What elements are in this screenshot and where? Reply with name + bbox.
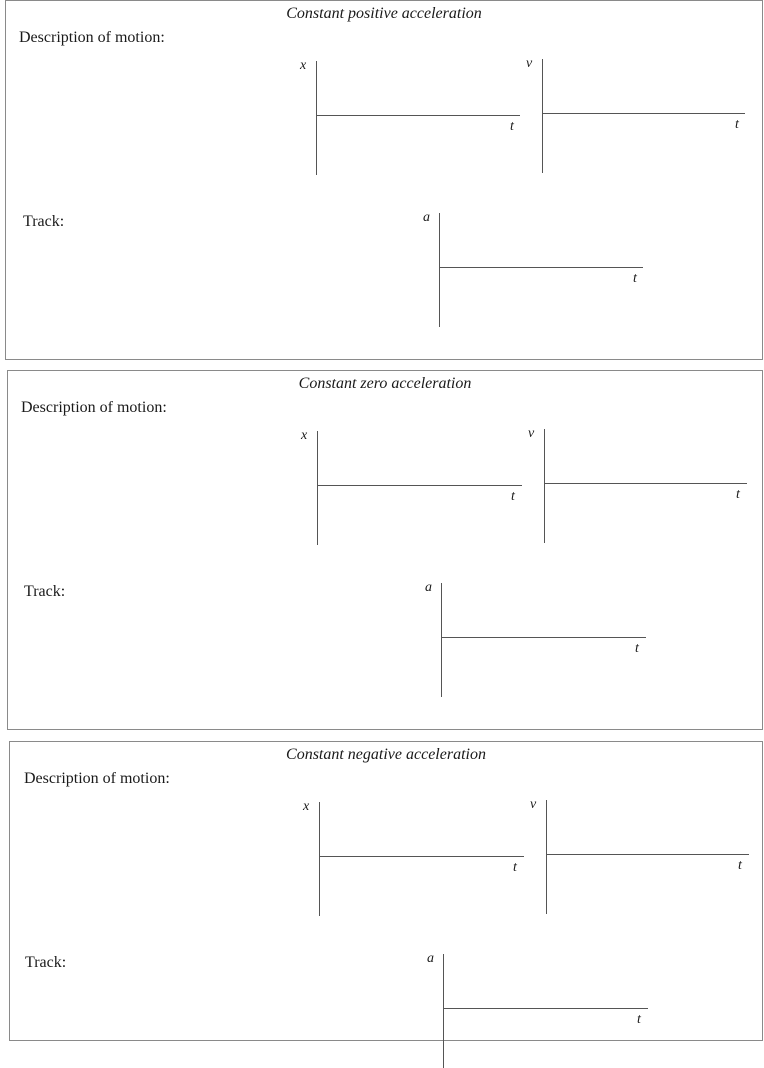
t-axis-label: t [637,1012,641,1027]
x-axis-label: x [303,799,310,814]
t-axis-label: t [738,858,742,873]
panel-title: Constant zero acceleration [298,375,472,392]
x-axis-label: x [301,428,308,443]
v-axis-label: v [526,56,533,71]
y-axis [443,954,444,1068]
track-label: Track: [24,583,66,600]
t-axis [544,483,747,484]
t-axis [542,113,745,114]
worksheet-panel-negative: Constant negative acceleration Descripti… [9,741,763,1068]
t-axis [546,854,749,855]
panel-title: Constant positive acceleration [286,5,482,22]
t-axis [443,1008,648,1009]
track-label: Track: [23,213,65,230]
y-axis [316,61,317,175]
description-label: Description of motion: [24,770,170,787]
t-axis [317,485,522,486]
worksheet-panel-positive: Constant positive acceleration Descripti… [5,0,763,360]
description-label: Description of motion: [21,399,167,416]
panel-title: Constant negative acceleration [286,746,486,763]
t-axis-label: t [633,271,637,286]
v-axis-label: v [528,426,535,441]
t-axis-label: t [513,860,517,875]
t-axis-label: t [736,487,740,502]
t-axis [441,637,646,638]
a-axis-label: a [427,951,434,966]
t-axis-label: t [735,117,739,132]
x-axis-label: x [300,58,307,73]
y-axis [542,59,543,173]
y-axis [317,431,318,545]
t-axis [439,267,643,268]
y-axis [546,800,547,914]
v-axis-label: v [530,797,537,812]
y-axis [441,583,442,697]
t-axis [319,856,524,857]
y-axis [439,213,440,327]
worksheet-panel-zero: Constant zero acceleration Description o… [7,370,763,730]
description-label: Description of motion: [19,29,165,46]
y-axis [319,802,320,916]
a-axis-label: a [425,580,432,595]
track-label: Track: [25,954,67,971]
t-axis [316,115,520,116]
y-axis [544,429,545,543]
t-axis-label: t [635,641,639,656]
t-axis-label: t [511,489,515,504]
t-axis-label: t [510,119,514,134]
a-axis-label: a [423,210,430,225]
